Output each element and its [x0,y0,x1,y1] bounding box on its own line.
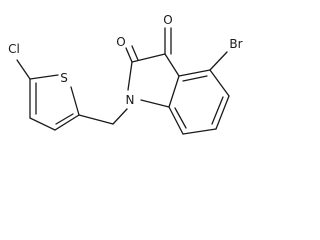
bond-c3a-c4 [178,69,211,77]
bond-c2-o-second [131,45,139,61]
atom-label-chlorine: Cl [8,42,20,56]
bond-c2-c3-inner [55,113,74,125]
bond-c6-c7 [182,128,217,135]
bond-s1-c2 [70,86,80,116]
bond-c7-c7a [168,106,184,135]
bond-c3-c4 [29,117,56,131]
bond-c4-br [209,51,228,71]
bond-cl-c5 [16,59,31,80]
bond-c2-c3i [131,53,166,63]
bond-n1-c7a [140,99,170,108]
bond-c5b-c6 [215,95,230,130]
bond-c2-ch2 [78,114,114,125]
bonds [16,27,230,135]
chemical-structure: Cl S N O O Br [8,13,243,135]
bond-c3a-c7a [168,75,180,108]
bond-c3a-c4-inner [182,75,208,82]
bond-n1-c2 [127,61,133,91]
bond-c2-c3 [54,114,80,131]
bond-c7-c7a-inner [174,107,187,129]
atom-label-bromine: Br [229,37,242,51]
atom-label-sulfur: S [60,71,68,85]
bond-c2-o [125,47,133,63]
atom-label-oxygen-2: O [116,35,125,49]
bond-c4-c5b [209,69,230,97]
atom-labels: Cl S N O O Br [8,13,243,107]
atom-label-nitrogen: N [126,93,135,107]
bond-ch2-n1 [112,108,128,125]
bond-c3-c3a [164,53,180,77]
bond-c5b-c6-inner [211,96,224,125]
atom-label-oxygen-3: O [163,13,172,27]
bond-c5-s1 [29,74,59,80]
